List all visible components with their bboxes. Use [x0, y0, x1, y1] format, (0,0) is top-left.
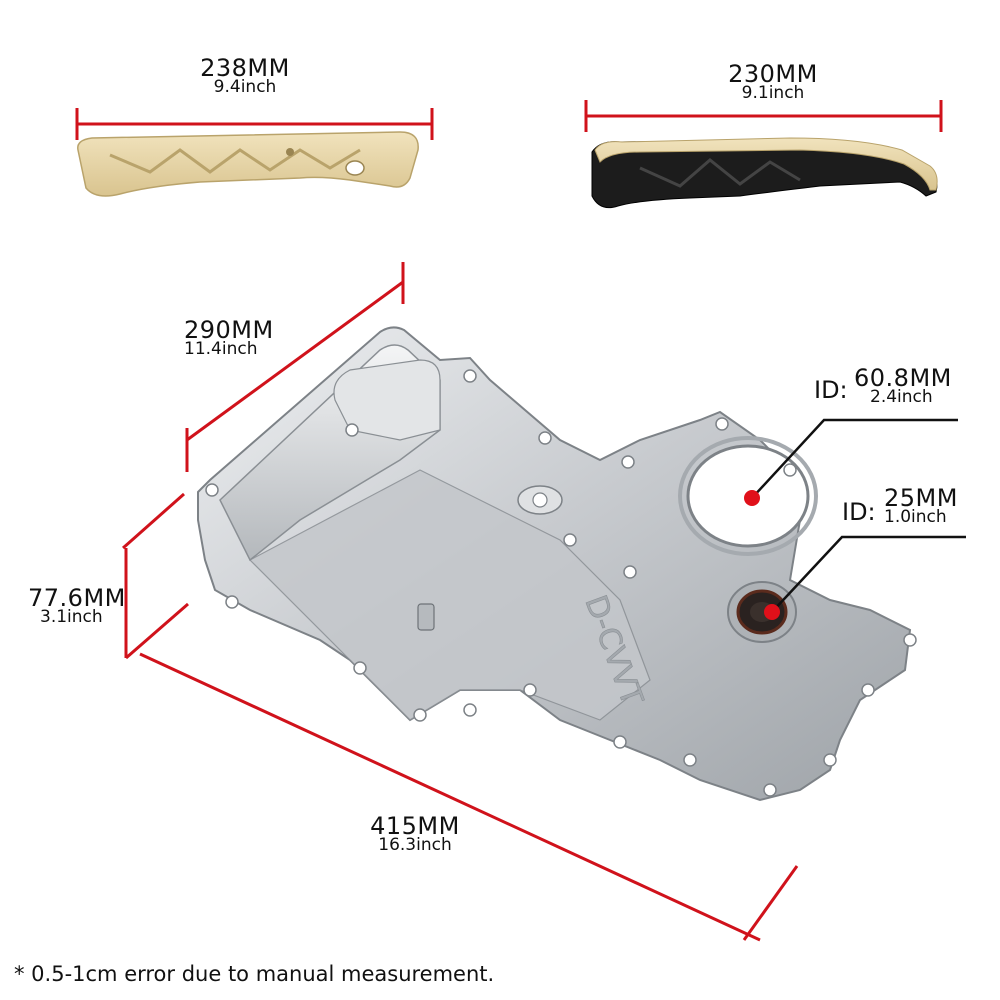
cover-length-dimension: 415MM 16.3inch: [340, 812, 490, 855]
bore-large-inch: 2.4inch: [870, 387, 933, 407]
guide-right-dimension: 230MM 9.1inch: [698, 60, 848, 103]
cover-length-mm: 415MM: [370, 812, 460, 840]
cover-depth-dimension: 290MM 11.4inch: [184, 316, 274, 359]
guide-left-inch: 9.4inch: [213, 77, 277, 97]
bore-small-prefix: ID:: [842, 498, 876, 526]
bore-large-prefix: ID:: [814, 376, 848, 404]
cover-height-mm: 77.6MM: [28, 584, 126, 612]
cover-depth-inch: 11.4inch: [184, 339, 258, 359]
bore-large-mm: 60.8MM: [854, 364, 952, 392]
dimension-lines: [75, 100, 943, 942]
cover-length-inch: 16.3inch: [378, 835, 452, 855]
guide-right-inch: 9.1inch: [741, 83, 805, 103]
guide-left-mm: 238MM: [200, 54, 290, 82]
callout-leaders: [744, 418, 966, 620]
chain-guide-right: [591, 137, 938, 209]
guide-right-mm: 230MM: [728, 60, 818, 88]
cover-depth-mm: 290MM: [184, 316, 274, 344]
guide-left-dimension: 238MM 9.4inch: [170, 54, 320, 97]
measurement-footnote: * 0.5-1cm error due to manual measuremen…: [14, 962, 495, 986]
bore-small-inch: 1.0inch: [884, 507, 947, 527]
chain-guide-left: [77, 131, 419, 197]
cover-height-dimension: 77.6MM 3.1inch: [28, 584, 126, 627]
cover-height-inch: 3.1inch: [40, 607, 103, 627]
bore-small-mm: 25MM: [884, 484, 958, 512]
